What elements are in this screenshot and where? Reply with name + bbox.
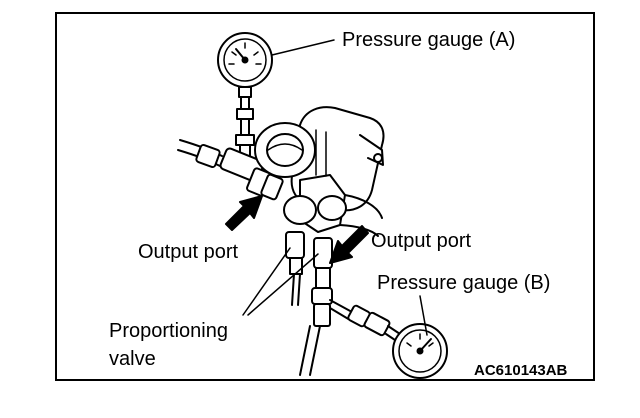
arrow-output-port-left (225, 195, 263, 231)
label-proportioning-valve-line1: Proportioning (109, 320, 228, 342)
figure-code: AC610143AB (474, 362, 568, 379)
proportioning-valve-right (299, 237, 401, 376)
label-output-port-left: Output port (138, 241, 239, 263)
arrow-output-port-right (329, 225, 369, 264)
master-cylinder-body (254, 106, 385, 237)
label-pressure-gauge-a: Pressure gauge (A) (342, 29, 516, 51)
leader-lines (242, 39, 428, 336)
label-proportioning-valve-line2: valve (109, 348, 156, 370)
pressure-gauge-b-icon (392, 323, 448, 379)
label-output-port-right: Output port (371, 230, 472, 252)
pressure-gauge-a-icon (217, 32, 273, 160)
label-pressure-gauge-b: Pressure gauge (B) (377, 272, 551, 294)
